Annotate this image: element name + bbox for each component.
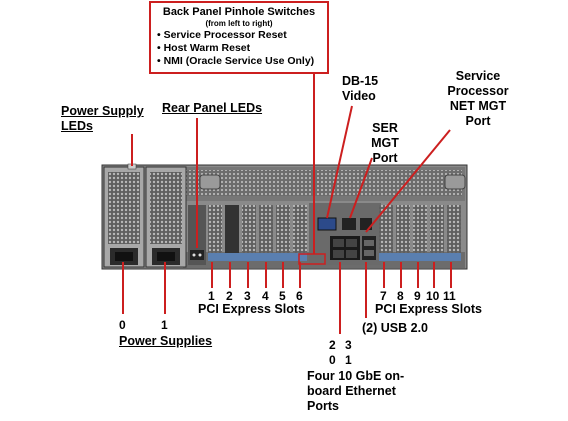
- db15-video-label: DB-15 Video: [342, 74, 379, 103]
- usb-label: (2) USB 2.0: [362, 321, 428, 335]
- io-panel: [298, 203, 381, 265]
- pci-slot-number: 1: [208, 289, 215, 303]
- ethernet-port-number: 2: [329, 338, 336, 352]
- pci-slot-number: 6: [296, 289, 303, 303]
- pinhole-item-sp-reset: • Service Processor Reset: [157, 29, 287, 41]
- ethernet-ports-label: Four 10 GbE on-board Ethernet Ports: [307, 369, 405, 413]
- pinhole-item-nmi: • NMI (Oracle Service Use Only): [157, 55, 315, 67]
- power-supply-number: 0: [119, 318, 126, 332]
- power-supply-1: [145, 166, 187, 268]
- power-supplies-label: Power Supplies: [119, 334, 213, 348]
- pci-express-slots-right-label: PCI Express Slots: [375, 302, 482, 316]
- ser-mgt-port-label: SER MGT Port: [371, 121, 399, 165]
- pinhole-subtitle: (from left to right): [205, 19, 273, 28]
- pci-express-slots-left-label: PCI Express Slots: [198, 302, 305, 316]
- pci-slot-number: 4: [262, 289, 269, 303]
- pci-slots-right: [379, 205, 461, 261]
- power-supply-leds-label: Power Supply LEDs: [61, 104, 144, 133]
- pinhole-switches-callout: Back Panel Pinhole Switches (from left t…: [149, 1, 329, 74]
- pci-slot-number: 9: [414, 289, 421, 303]
- sp-net-mgt-port-label: Service Processor NET MGT Port: [447, 69, 509, 128]
- pci-slot-number: 10: [426, 289, 440, 303]
- power-supply-0: [103, 166, 145, 268]
- pci-slot-number: 8: [397, 289, 404, 303]
- pinhole-title: Back Panel Pinhole Switches: [162, 6, 316, 18]
- ethernet-port-number: 3: [345, 338, 352, 352]
- pci-slot-number: 5: [279, 289, 286, 303]
- pci-slot-number: 2: [226, 289, 233, 303]
- callout-lines: [122, 74, 452, 334]
- pci-slot-number: 3: [244, 289, 251, 303]
- rear-panel-leds-label: Rear Panel LEDs: [162, 101, 263, 115]
- ethernet-port-number: 1: [345, 353, 352, 367]
- pci-slots-left: [208, 205, 307, 261]
- pci-slot-number: 11: [443, 289, 456, 303]
- pinhole-item-host-warm-reset: • Host Warm Reset: [157, 42, 251, 54]
- pci-slot-number: 7: [380, 289, 387, 303]
- power-supply-number: 1: [161, 318, 168, 332]
- ethernet-port-number: 0: [329, 353, 336, 367]
